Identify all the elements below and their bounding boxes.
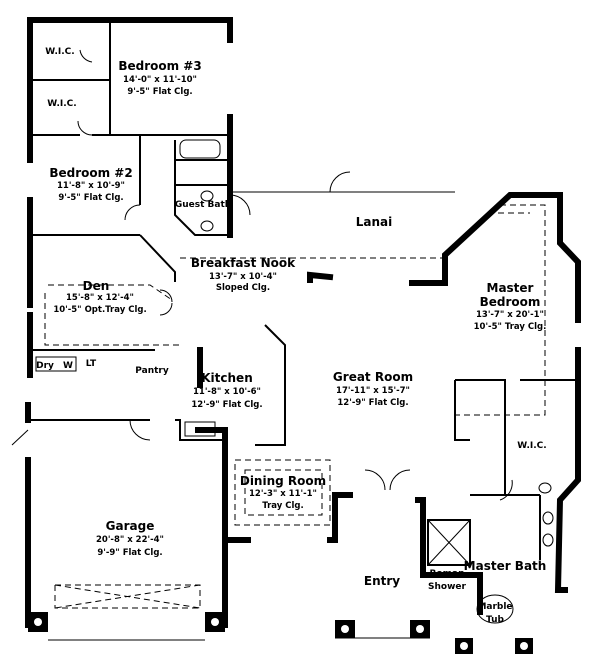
great-room-label: Great Room xyxy=(333,370,413,384)
guest-bath-label: Guest Bath xyxy=(175,200,231,210)
master-bedroom-ceiling: 10'-5" Tray Clg. xyxy=(474,322,547,332)
great-room-size: 17'-11" x 15'-7" xyxy=(336,386,410,396)
dashed-ceiling-outlines xyxy=(44,204,546,609)
roman-shower-label-line1: Roman xyxy=(430,569,465,579)
master-bath-label: Master Bath xyxy=(464,559,547,573)
washer-label: W xyxy=(63,361,73,371)
den-size: 15'-8" x 12'-4" xyxy=(66,293,134,303)
breakfast-nook-size: 13'-7" x 10'-4" xyxy=(209,272,277,282)
breakfast-nook-ceiling: Sloped Clg. xyxy=(216,283,270,293)
kitchen-size: 11'-8" x 10'-6" xyxy=(193,387,261,397)
dining-room-size: 12'-3" x 11'-1" xyxy=(249,489,317,499)
exterior-walls xyxy=(25,17,581,628)
room-labels: W.I.C. W.I.C. Bedroom #3 14'-0" x 11'-10… xyxy=(36,47,547,625)
master-bedroom-label-line2: Bedroom xyxy=(480,295,541,309)
columns xyxy=(28,612,533,654)
den-label: Den xyxy=(83,279,110,293)
bedroom-3-label: Bedroom #3 xyxy=(118,59,201,73)
laundry-tub-label: LT xyxy=(86,359,97,369)
garage-size: 20'-8" x 22'-4" xyxy=(96,535,164,545)
bedroom-3-ceiling: 9'-5" Flat Clg. xyxy=(127,87,192,97)
breakfast-nook-label: Breakfast Nook xyxy=(191,256,296,270)
garage-ceiling: 9'-9" Flat Clg. xyxy=(97,548,162,558)
dryer-label: Dry xyxy=(36,361,54,371)
kitchen-label: Kitchen xyxy=(201,371,253,385)
entry-label: Entry xyxy=(364,574,400,588)
den-ceiling: 10'-5" Opt.Tray Clg. xyxy=(53,305,146,315)
doors xyxy=(11,49,513,501)
pantry-label: Pantry xyxy=(135,366,169,376)
marble-tub-label-line2: Tub xyxy=(486,615,505,625)
lanai-label: Lanai xyxy=(356,215,393,229)
dining-room-ceiling: Tray Clg. xyxy=(262,501,304,511)
master-wic-label: W.I.C. xyxy=(517,441,546,451)
great-room-ceiling: 12'-9" Flat Clg. xyxy=(337,398,408,408)
master-bedroom-size: 13'-7" x 20'-1" xyxy=(476,310,544,320)
marble-tub-label-line1: Marble xyxy=(477,602,512,612)
wic-2-label: W.I.C. xyxy=(47,99,76,109)
bedroom-3-size: 14'-0" x 11'-10" xyxy=(123,75,197,85)
garage-label: Garage xyxy=(106,519,155,533)
bedroom-2-label: Bedroom #2 xyxy=(49,166,132,180)
fixtures xyxy=(35,139,554,624)
wic-1-label: W.I.C. xyxy=(45,47,74,57)
roman-shower-label-line2: Shower xyxy=(428,582,466,592)
kitchen-ceiling: 12'-9" Flat Clg. xyxy=(191,400,262,410)
bedroom-2-size: 11'-8" x 10'-9" xyxy=(57,181,125,191)
master-bedroom-label-line1: Master xyxy=(487,281,534,295)
bedroom-2-ceiling: 9'-5" Flat Clg. xyxy=(58,193,123,203)
dining-room-label: Dining Room xyxy=(240,474,326,488)
